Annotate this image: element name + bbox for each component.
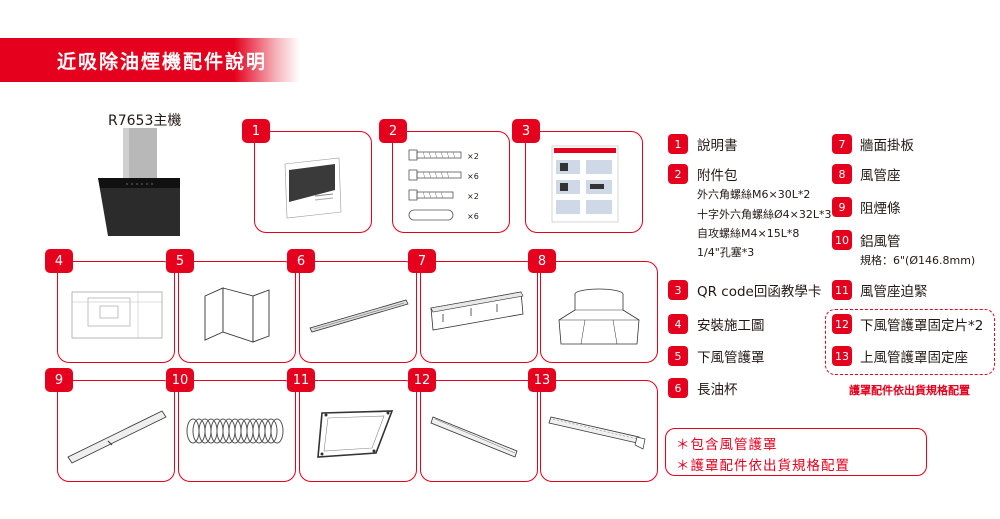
manual-illustration [284,157,342,219]
part-badge-11: 11 [287,368,315,392]
part-box-8 [540,261,658,363]
legend-sub-2a: 外六角螺絲M6×30L*2 [697,188,811,201]
legend-badge-11: 11 [832,280,852,300]
smoke-barrier-illustration [67,410,167,464]
part-box-7 [420,261,538,363]
screw-qty-2: ×6 [467,172,479,181]
legend-label-11: 風管座迫緊 [860,284,928,300]
part-badge-10: 10 [166,368,194,392]
note-line-2: ＊護罩配件依出貨規格配置 [676,458,850,474]
part-badge-7: 7 [408,249,436,273]
part-badge-1: 1 [242,119,270,143]
legend-label-6: 長油杯 [697,382,738,398]
part-badge-3: 3 [512,119,540,143]
part-badge-2: 2 [379,119,407,143]
part-box-13 [540,380,658,482]
qr-card-illustration [551,145,619,223]
duct-cover-illustration [204,287,270,343]
note-line-1: ＊包含風管護罩 [676,437,778,453]
legend-badge-8: 8 [832,164,852,184]
legend-sub-2b: 十字外六角螺絲Ø4×32L*3 [697,208,832,221]
legend-sub-10: 規格：6"(Ø146.8mm) [860,254,976,267]
legend-badge-13: 13 [832,346,852,366]
part-badge-12: 12 [408,368,436,392]
legend-badge-1: 1 [668,134,688,154]
legend-label-2: 附件包 [697,168,738,184]
legend-label-5: 下風管護罩 [697,350,765,366]
title-banner: 近吸除油煙機配件說明 [0,38,300,82]
screw-qty-4: ×6 [467,212,479,221]
part-box-2: ×2 ×6 ×2 ×6 [392,131,510,233]
dashed-group-note: 護罩配件依出貨規格配置 [849,384,970,397]
legend-sub-2d: 1/4"孔塞*3 [697,246,755,259]
upper-cover-mount-illustration [548,416,646,450]
part-badge-4: 4 [45,249,73,273]
part-box-1 [254,131,372,233]
legend-badge-6: 6 [668,378,688,398]
part-box-12 [420,380,538,482]
legend-label-13: 上風管護罩固定座 [860,350,968,366]
duct-adapter-illustration [558,288,640,345]
legend-badge-7: 7 [832,134,852,154]
aluminum-duct-illustration [186,418,284,444]
part-box-9 [57,380,175,482]
installation-drawing-illustration [71,291,163,339]
screws-illustration [408,149,462,221]
legend-label-4: 安裝施工圖 [697,318,765,334]
part-box-3 [525,131,643,233]
legend-label-3: QR code回函教學卡 [697,284,822,300]
part-badge-9: 9 [45,368,73,392]
part-badge-5: 5 [166,249,194,273]
part-badge-8: 8 [528,249,556,273]
legend-badge-12: 12 [832,314,852,334]
legend-badge-5: 5 [668,346,688,366]
part-box-5 [178,261,296,363]
screw-qty-3: ×2 [467,192,479,201]
legend-label-12: 下風管護罩固定片*2 [860,318,984,334]
main-unit-label: R7653主機 [108,113,182,129]
legend-label-8: 風管座 [860,168,901,184]
page-title: 近吸除油煙機配件說明 [57,51,268,73]
dashed-group-box [825,309,995,375]
legend-label-9: 阻煙條 [860,201,901,217]
legend-label-1: 說明書 [697,138,738,154]
legend-badge-10: 10 [832,230,852,250]
legend-label-7: 牆面掛板 [860,138,914,154]
notes-box: ＊包含風管護罩 ＊護罩配件依出貨規格配置 [665,428,927,476]
legend-sub-2c: 自攻螺絲M4×15L*8 [697,227,800,240]
legend-label-10: 鋁風管 [860,234,901,250]
legend-badge-9: 9 [832,197,852,217]
gasket-illustration [317,410,394,458]
legend-badge-4: 4 [668,314,688,334]
oil-cup-illustration [309,299,409,333]
part-box-11 [299,380,417,482]
legend-badge-3: 3 [668,280,688,300]
part-badge-6: 6 [287,249,315,273]
part-box-10 [178,380,296,482]
range-hood-illustration [98,128,180,236]
part-box-6 [299,261,417,363]
part-box-4 [57,261,175,363]
legend-badge-2: 2 [668,164,688,184]
part-badge-13: 13 [528,368,556,392]
screw-qty-1: ×2 [467,152,479,161]
lower-cover-bracket-illustration [430,416,518,458]
wall-bracket-illustration [430,291,524,331]
